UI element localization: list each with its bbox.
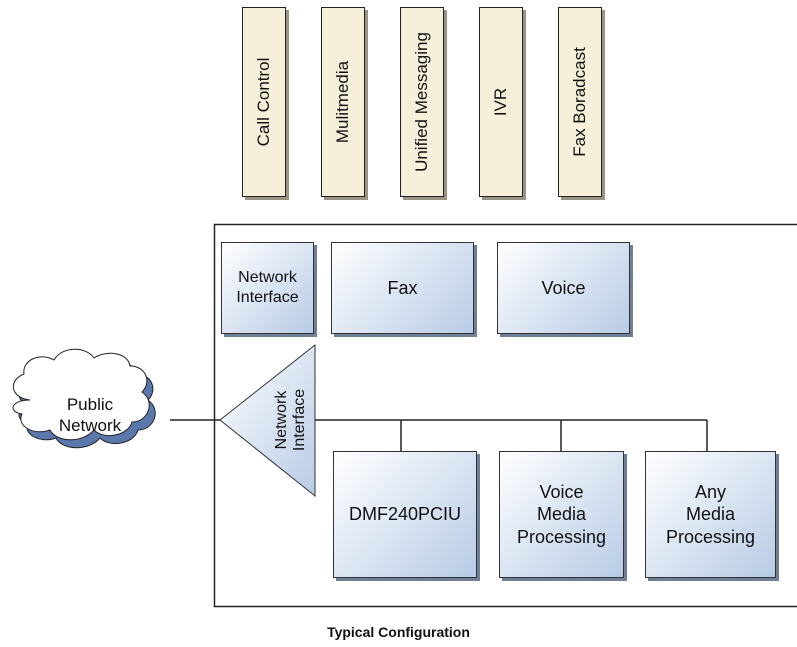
public-network-cloud [12, 348, 156, 449]
network-interface-line2: Interface [236, 289, 299, 306]
dmf240pciu-label: DMF240PCIU [348, 504, 462, 525]
voice-media-line3: Processing [516, 526, 607, 547]
triangle-label-line2: Interface [291, 389, 308, 451]
voice-media-processing-box: Voice Media Processing [499, 451, 624, 578]
network-interface-box: Network Interface [221, 242, 314, 334]
dmf240pciu-box: DMF240PCIU [333, 451, 477, 578]
figure-caption: Typical Configuration [327, 624, 470, 640]
triangle-label-line1: Network [273, 390, 290, 450]
app-box-multimedia: Mulitmedia [321, 7, 365, 197]
any-media-line3: Processing [665, 526, 756, 547]
any-media-line1: Any [694, 481, 726, 502]
app-box-fax-broadcast: Fax Boradcast [558, 7, 602, 197]
cloud-label-line1: Public [67, 395, 114, 414]
app-box-ivr: IVR [479, 7, 523, 197]
voice-box: Voice [497, 242, 630, 334]
any-media-line2: Media [685, 504, 735, 525]
app-box-call-control: Call Control [242, 7, 286, 197]
voice-media-line2: Media [536, 504, 586, 525]
voice-media-line1: Voice [539, 481, 584, 502]
fax-label: Fax [387, 277, 418, 298]
app-box-unified-messaging: Unified Messaging [400, 7, 444, 197]
network-interface-line1: Network [238, 269, 297, 286]
system-enclosure [213, 223, 797, 608]
cloud-label-line2: Network [59, 416, 122, 435]
fax-box: Fax [331, 242, 474, 334]
any-media-processing-box: Any Media Processing [645, 451, 776, 578]
voice-label: Voice [541, 277, 586, 298]
